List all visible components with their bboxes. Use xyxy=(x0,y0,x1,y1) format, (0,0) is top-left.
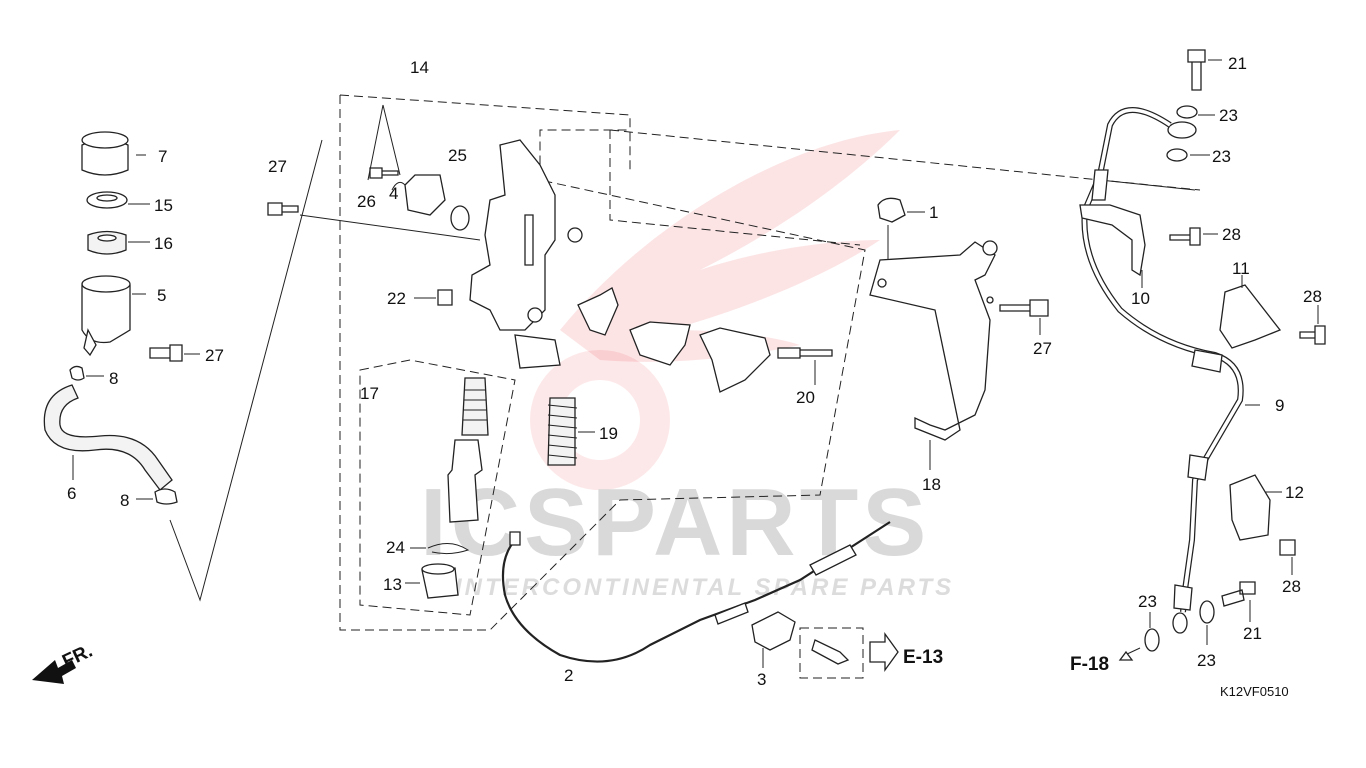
callout-10: 10 xyxy=(1131,289,1150,308)
callout-26: 26 xyxy=(357,192,376,211)
diagram-code: K12VF0510 xyxy=(1220,684,1289,699)
callout-12: 12 xyxy=(1285,483,1304,502)
caliper-body-icon xyxy=(469,139,556,331)
callout-1: 1 xyxy=(929,203,938,222)
callout-2: 2 xyxy=(564,666,573,685)
callout-21a: 21 xyxy=(1228,54,1247,73)
pin-bolt-icon xyxy=(777,347,833,359)
callout-14: 14 xyxy=(410,58,429,77)
bolt-22-icon xyxy=(437,289,453,306)
spring-icon xyxy=(547,397,576,466)
hose-bracket-10-icon xyxy=(1079,204,1146,277)
callout-24: 24 xyxy=(386,538,405,557)
callout-25: 25 xyxy=(448,146,467,165)
reservoir-bolt-icon xyxy=(149,344,183,362)
callout-4: 4 xyxy=(389,184,398,203)
callout-27b: 27 xyxy=(205,346,224,365)
callout-3: 3 xyxy=(757,670,766,689)
hose-clip-lower-icon xyxy=(154,488,178,505)
callout-7: 7 xyxy=(158,147,167,166)
callout-8b: 8 xyxy=(120,491,129,510)
bracket-bolt-icon xyxy=(999,299,1049,317)
bleeder-bracket-icon xyxy=(404,174,446,216)
clamp-bolt-icon xyxy=(811,639,850,665)
callout-27a: 27 xyxy=(268,157,287,176)
brake-cable-icon xyxy=(501,521,891,663)
sealing-washer-d-icon xyxy=(1199,600,1215,624)
callout-19: 19 xyxy=(599,424,618,443)
arrow-right-icon xyxy=(869,631,899,673)
callout-22: 22 xyxy=(387,289,406,308)
bracket-assembly xyxy=(869,197,1049,470)
callout-28a: 28 xyxy=(1222,225,1241,244)
callout-9: 9 xyxy=(1275,396,1284,415)
caliper-assembly xyxy=(267,104,833,599)
brake-bracket-icon xyxy=(869,241,996,441)
hose-guide-11-icon xyxy=(1219,284,1282,349)
banjo-bolt-21-icon xyxy=(1187,49,1206,91)
callout-13: 13 xyxy=(383,575,402,594)
callout-23d: 23 xyxy=(1197,651,1216,670)
circlip-icon xyxy=(427,543,470,555)
callout-15: 15 xyxy=(154,196,173,215)
callout-11: 11 xyxy=(1232,259,1250,278)
hose-clamp-1-icon xyxy=(877,197,906,223)
callout-20: 20 xyxy=(796,388,815,407)
banjo-fitting-icon xyxy=(1167,121,1197,139)
hose-assembly: F-18 xyxy=(1070,49,1326,675)
cable-clamp-icon xyxy=(751,611,796,651)
callout-21b: 21 xyxy=(1243,624,1262,643)
diaphragm-icon xyxy=(87,230,127,255)
ref-f18: F-18 xyxy=(1070,654,1109,675)
callout-23b: 23 xyxy=(1212,147,1231,166)
watermark-tagline: INTERCONTINENTAL SPARE PARTS xyxy=(455,574,954,601)
boot-icon xyxy=(461,377,489,436)
sealing-washer-b-icon xyxy=(1166,148,1188,162)
cable-assembly: E-13 xyxy=(501,521,943,679)
reservoir-hose-icon xyxy=(43,384,173,491)
callout-28c: 28 xyxy=(1282,577,1301,596)
front-direction: FR. xyxy=(32,641,96,684)
callout-8a: 8 xyxy=(109,369,118,388)
banjo-bolt-21b-icon xyxy=(1221,581,1256,607)
callout-18: 18 xyxy=(922,475,941,494)
callout-23a: 23 xyxy=(1219,106,1238,125)
sealing-washer-icon xyxy=(1176,105,1198,119)
brake-pad-a-icon xyxy=(629,321,691,366)
ref-e13: E-13 xyxy=(903,647,943,668)
sealing-washer-c-icon xyxy=(1144,628,1160,652)
pad-spring-icon xyxy=(577,287,619,336)
callout-5: 5 xyxy=(157,286,166,305)
bracket-bolt-28b-icon xyxy=(1299,325,1326,345)
hose-clamp-12-icon xyxy=(1229,474,1271,541)
bracket-bolt-28c-icon xyxy=(1279,539,1296,556)
o-ring-icon xyxy=(450,205,470,231)
brake-pad-b-icon xyxy=(699,327,771,393)
callouts: 1 2 3 4 5 6 7 8 8 9 10 11 12 13 14 15 16… xyxy=(67,54,1322,689)
callout-28b: 28 xyxy=(1303,287,1322,306)
bracket-bolt-28a-icon xyxy=(1169,227,1201,246)
watermark-wing-icon xyxy=(560,130,900,362)
callout-16: 16 xyxy=(154,234,173,253)
piston-icon xyxy=(447,439,483,523)
watermark-brand: ICSPARTS xyxy=(420,469,930,576)
callout-6: 6 xyxy=(67,484,76,503)
banjo-bolt-small-icon xyxy=(369,167,399,179)
callout-27c: 27 xyxy=(1033,339,1052,358)
callout-23c: 23 xyxy=(1138,592,1157,611)
caliper-bolt-left-icon xyxy=(267,202,299,216)
hose-clip-icon xyxy=(69,365,85,381)
reservoir-assembly xyxy=(43,131,200,505)
callout-17: 17 xyxy=(360,384,379,403)
direction-arrow-icon xyxy=(32,660,76,684)
